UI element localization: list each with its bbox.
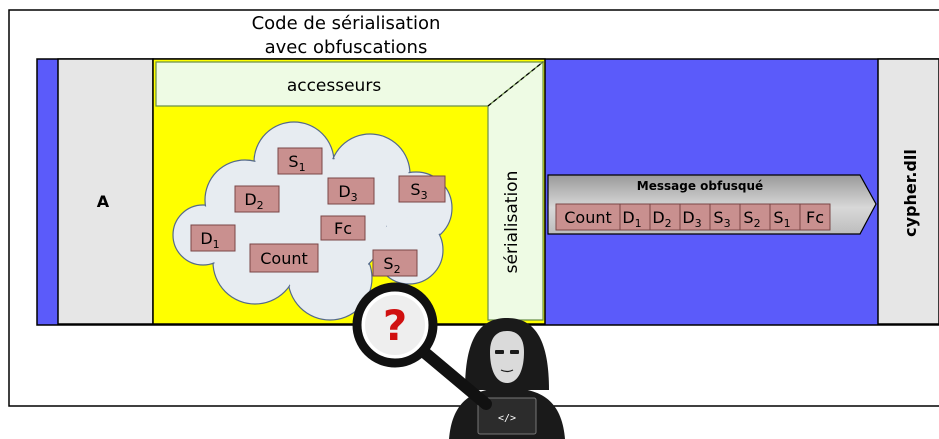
message-cell-box <box>739 203 771 231</box>
cloud-item-7: S2 <box>372 249 418 277</box>
message-cell-subscript: 3 <box>724 217 731 230</box>
cloud-item-6: Count <box>249 243 319 273</box>
message-cell-label: S2 <box>743 208 760 230</box>
message-cell-0: Count <box>555 203 621 231</box>
message-cell-main-text: S <box>713 208 723 227</box>
cloud-item-2: D3 <box>327 177 375 205</box>
cloud-item-0: S1 <box>277 147 323 175</box>
cloud-item-box <box>327 177 375 205</box>
message-cell-main-text: Fc <box>806 208 824 227</box>
message-cell-subscript: 3 <box>695 217 702 230</box>
laptop-code-icon: </> <box>498 413 516 424</box>
cloud-item-subscript: 3 <box>351 191 358 204</box>
cloud-item-label: Count <box>260 249 308 268</box>
message-cell-label: S1 <box>773 208 790 230</box>
cloud-item-box <box>372 249 418 277</box>
cloud-item-3: S3 <box>398 175 446 203</box>
message-cell-6: S1 <box>769 203 801 231</box>
accessors-label: accesseurs <box>287 76 382 96</box>
cypher-dll-box <box>877 58 939 325</box>
message-cell-box <box>619 203 651 231</box>
message-cell-label: D3 <box>682 208 701 230</box>
magnifier-icon: ? <box>352 282 492 410</box>
laptop-screen <box>477 397 537 435</box>
message-cell-box <box>799 203 831 231</box>
cloud-item-subscript: 1 <box>299 161 306 174</box>
cloud-item-subscript: 2 <box>394 263 401 276</box>
cloud-item-label: D3 <box>338 182 357 204</box>
message-cell-label: Fc <box>806 208 824 227</box>
message-cell-main-text: Count <box>564 208 612 227</box>
cloud-item-main-text: Count <box>260 249 308 268</box>
cloud-item-box <box>277 147 323 175</box>
magnifier-handle <box>418 346 492 410</box>
corner-dash <box>487 61 544 107</box>
hacker-eye-left <box>495 350 504 354</box>
cloud-item-box <box>190 224 236 252</box>
message-cell-subscript: 1 <box>784 217 791 230</box>
hacker-eye-right <box>510 350 519 354</box>
cloud-item-label: D1 <box>200 229 219 251</box>
message-cell-label: D1 <box>622 208 641 230</box>
cloud-item-main-text: S <box>288 152 298 171</box>
message-cell-main-text: S <box>743 208 753 227</box>
cloud-item-box <box>320 215 366 241</box>
message-cell-box <box>555 203 621 231</box>
message-cell-label: Count <box>564 208 612 227</box>
message-cell-3: D3 <box>679 203 711 231</box>
message-cell-subscript: 2 <box>754 217 761 230</box>
box-a <box>57 58 154 325</box>
message-cell-7: Fc <box>799 203 831 231</box>
message-cell-subscript: 2 <box>665 217 672 230</box>
cloud-item-label: S2 <box>383 254 400 276</box>
message-cell-main-text: D <box>652 208 664 227</box>
cloud-item-5: D1 <box>190 224 236 252</box>
message-cell-main-text: D <box>622 208 634 227</box>
cloud-item-subscript: 3 <box>421 189 428 202</box>
cloud-item-subscript: 1 <box>213 238 220 251</box>
cloud-item-label: Fc <box>334 219 352 238</box>
cloud-item-main-text: S <box>383 254 393 273</box>
message-title: Message obfusqué <box>637 179 763 193</box>
cloud-item-box <box>398 175 446 203</box>
question-mark-icon: ? <box>383 301 407 350</box>
cloud-item-label: S3 <box>410 180 427 202</box>
hacker-mouth <box>500 369 514 373</box>
message-cell-label: S3 <box>713 208 730 230</box>
cloud-item-1: D2 <box>234 185 280 213</box>
message-cell-1: D1 <box>619 203 651 231</box>
serialization-label: sérialisation <box>502 171 522 274</box>
diagram-title-line2: avec obfuscations <box>265 37 428 58</box>
hacker-face <box>490 331 524 383</box>
message-cell-box <box>709 203 741 231</box>
magnifier-lens-inner <box>365 295 425 355</box>
cloud-item-main-text: D <box>244 190 256 209</box>
message-cell-4: S3 <box>709 203 741 231</box>
cloud-item-label: S1 <box>288 152 305 174</box>
cloud-item-label: D2 <box>244 190 263 212</box>
box-a-label: A <box>97 192 110 211</box>
cloud-item-main-text: D <box>338 182 350 201</box>
cloud-item-box <box>249 243 319 273</box>
message-cell-main-text: S <box>773 208 783 227</box>
message-cell-2: D2 <box>649 203 681 231</box>
message-cell-5: S2 <box>739 203 771 231</box>
cloud-item-main-text: Fc <box>334 219 352 238</box>
cloud-item-main-text: D <box>200 229 212 248</box>
cloud-item-main-text: S <box>410 180 420 199</box>
cloud-item-4: Fc <box>320 215 366 241</box>
cloud-item-box <box>234 185 280 213</box>
message-cell-subscript: 1 <box>635 217 642 230</box>
cypher-dll-label: cypher.dll <box>901 149 920 237</box>
message-cell-main-text: D <box>682 208 694 227</box>
message-cell-box <box>769 203 801 231</box>
diagram-title-line1: Code de sérialisation <box>252 13 441 34</box>
message-cell-label: D2 <box>652 208 671 230</box>
cloud-item-subscript: 2 <box>257 199 264 212</box>
